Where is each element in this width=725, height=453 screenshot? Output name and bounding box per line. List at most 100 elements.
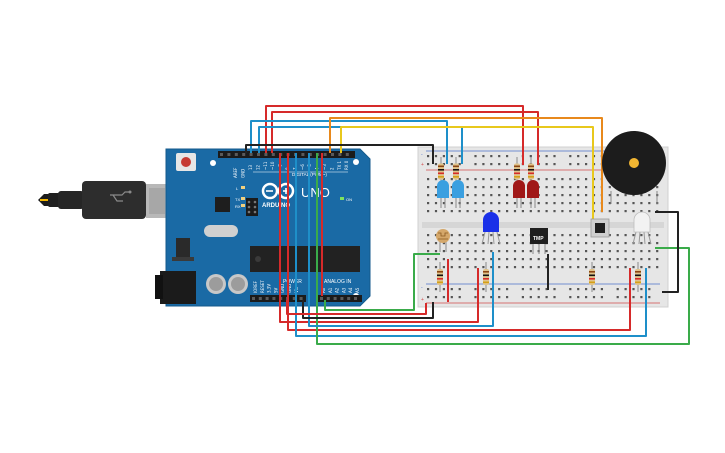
resistor[interactable] (483, 262, 489, 292)
analog-pin-label: A4 (348, 287, 353, 293)
digital-pin-hole[interactable] (323, 153, 327, 156)
pushbutton[interactable] (590, 218, 610, 238)
reset-button[interactable] (176, 153, 196, 171)
analog-pin-hole[interactable] (347, 297, 351, 300)
analog-pin-label: A3 (341, 287, 346, 293)
breadboard-hole (553, 288, 556, 291)
digital-pin-hole[interactable] (345, 153, 349, 156)
breadboard-hole (521, 258, 524, 261)
power-header[interactable] (250, 295, 306, 302)
breadboard-hole (434, 296, 438, 299)
breadboard-hole (656, 234, 659, 237)
breadboard-hole (632, 296, 635, 299)
breadboard-hole (577, 250, 580, 253)
photoresistor[interactable] (436, 229, 450, 252)
breadboard-hole (616, 202, 619, 205)
breadboard-hole (490, 258, 493, 261)
digital-pin-hole[interactable] (227, 153, 231, 156)
wire-yellow (340, 126, 594, 224)
blue-led[interactable] (452, 180, 464, 208)
breadboard-hole (585, 250, 588, 253)
power-jack[interactable] (155, 271, 196, 304)
digital-pin-hole[interactable] (338, 153, 342, 156)
digital-pin-hole[interactable] (257, 153, 260, 156)
digital-pin-hole[interactable] (249, 153, 253, 156)
breadboard-hole (466, 194, 469, 197)
analog-pin-hole[interactable] (354, 297, 357, 300)
power-pin-hole[interactable] (252, 297, 255, 300)
breadboard-hole (442, 163, 445, 166)
power-pin-hole[interactable] (292, 297, 296, 300)
resistor[interactable] (589, 262, 595, 292)
digital-pin-label: 2 (329, 167, 334, 170)
breadboard-hole (474, 186, 477, 189)
power-led (340, 197, 344, 200)
breadboard-hole (513, 266, 517, 269)
digital-pin-hole[interactable] (242, 153, 246, 156)
resistor[interactable] (635, 262, 641, 292)
digital-pin-hole[interactable] (301, 153, 305, 156)
breadboard-hole (553, 155, 556, 158)
red-led[interactable] (513, 180, 525, 208)
breadboard-hole (521, 202, 524, 205)
digital-pin-hole[interactable] (308, 153, 312, 156)
power-pin-label: GND (287, 284, 292, 293)
analog-pin-hole[interactable] (320, 297, 323, 300)
breadboard-hole (648, 266, 651, 269)
digital-header[interactable] (218, 151, 355, 158)
breadboard-hole (592, 242, 596, 245)
tx-led (241, 197, 245, 200)
power-pin-hole[interactable] (299, 297, 303, 300)
usb-cable (38, 181, 168, 219)
breadboard-hole (624, 258, 627, 261)
breadboard-hole (482, 163, 485, 166)
tx-label: TX (235, 197, 240, 202)
power-pin-hole[interactable] (265, 297, 269, 300)
digital-pin-hole[interactable] (271, 153, 275, 156)
breadboard-hole (600, 296, 603, 299)
power-pin-hole[interactable] (258, 297, 262, 300)
resistor[interactable] (437, 262, 443, 292)
resistor[interactable] (438, 157, 444, 186)
breadboard-hole (521, 296, 524, 299)
breadboard-hole (616, 194, 619, 197)
breadboard-hole (427, 163, 430, 166)
piezo-buzzer[interactable] (602, 131, 666, 204)
breadboard-hole (466, 258, 469, 261)
breadboard-hole (513, 242, 517, 245)
breadboard-hole (577, 296, 580, 299)
analog-pin-hole[interactable] (333, 297, 337, 300)
rail-minus-mark: - (421, 285, 423, 291)
breadboard-hole (490, 250, 493, 253)
analog-pin-label: A1 (328, 287, 333, 293)
breadboard-hole (624, 288, 627, 291)
digital-pin-hole[interactable] (331, 153, 334, 156)
breadboard-hole (442, 250, 445, 253)
breadboard-hole (569, 296, 572, 299)
breadboard-hole (640, 250, 643, 253)
rgb-led[interactable] (481, 212, 501, 245)
breadboard-hole (458, 210, 461, 213)
blue-led[interactable] (437, 180, 449, 208)
power-pin-hole[interactable] (272, 297, 276, 300)
breadboard-hole (427, 210, 430, 213)
red-led[interactable] (527, 180, 539, 208)
breadboard-hole (458, 250, 461, 253)
digital-pin-hole[interactable] (264, 153, 268, 156)
digital-pin-hole[interactable] (220, 153, 223, 156)
rgb-led-clear[interactable] (632, 211, 652, 245)
breadboard-hole (506, 202, 509, 205)
breadboard-hole (632, 202, 635, 205)
breadboard-hole (498, 234, 501, 237)
analog-header[interactable] (318, 295, 362, 302)
arduino-uno-board[interactable]: TX RX L ON ARDUINO UNO DIGITAL (PWM~) AR… (155, 148, 371, 307)
analog-pin-hole[interactable] (340, 297, 344, 300)
digital-pin-hole[interactable] (234, 153, 238, 156)
breadboard-hole (640, 258, 643, 261)
breadboard-hole (569, 250, 572, 253)
breadboard-hole (427, 242, 430, 245)
breadboard-hole (450, 178, 453, 181)
temperature-sensor[interactable]: TMP (530, 228, 548, 254)
analog-pin-hole[interactable] (326, 297, 330, 300)
